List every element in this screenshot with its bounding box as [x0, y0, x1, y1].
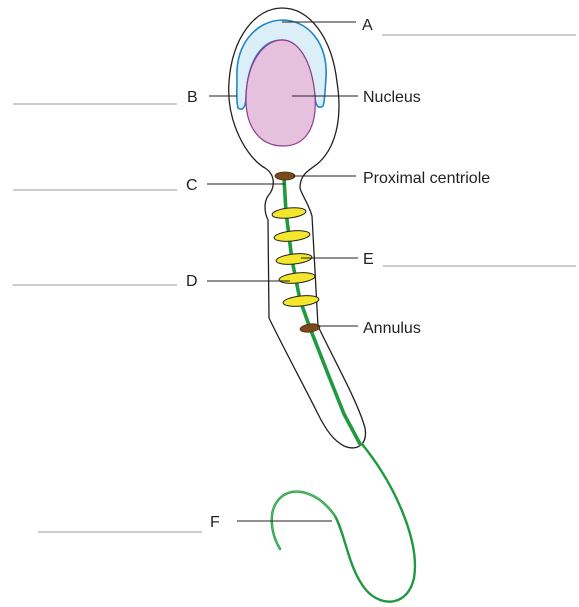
flagellum-tail: [272, 444, 415, 602]
proximal-centriole: [275, 172, 295, 180]
label-b: B: [187, 89, 198, 106]
label-annulus: Annulus: [363, 320, 421, 337]
label-c: C: [186, 177, 198, 194]
flagellum-tail-end: [272, 492, 335, 549]
label-proximal-centriole: Proximal centriole: [363, 170, 490, 187]
label-nucleus: Nucleus: [363, 89, 421, 106]
label-d: D: [186, 273, 198, 290]
label-f: F: [210, 514, 220, 531]
label-a: A: [362, 17, 373, 34]
label-e: E: [363, 251, 374, 268]
